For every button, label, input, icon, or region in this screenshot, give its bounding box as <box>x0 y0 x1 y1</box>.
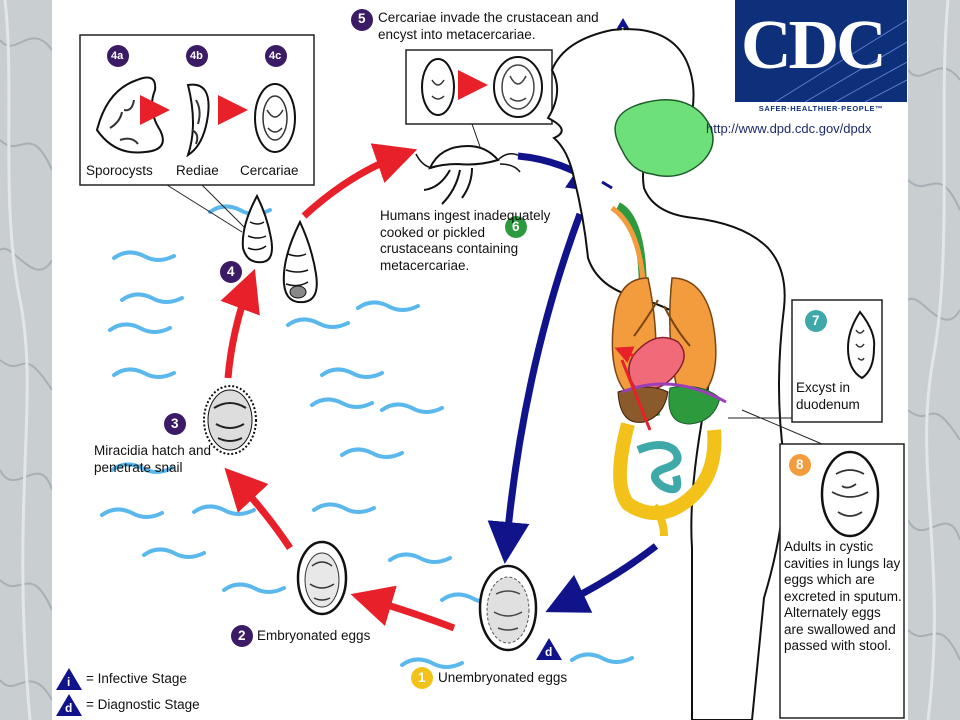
arrow-stool-to-egg <box>545 543 659 613</box>
badge-8 <box>789 454 811 476</box>
diagnostic-symbol-egg: d <box>545 645 553 659</box>
step8-text: Adults in cystic cavities in lungs lay e… <box>784 539 902 653</box>
step7-text: Excyst in duodenum <box>796 380 860 412</box>
embryonated-egg-icon <box>296 540 348 616</box>
lifecycle-diagram-panel: 4a 4b 4c 5 6 4 3 2 1 7 8 i d i d CDC SAF… <box>52 0 908 720</box>
legend-infective-symbol: i <box>67 675 71 689</box>
arrow-3-to-4 <box>220 268 260 379</box>
badge-1-number: 1 <box>418 670 426 685</box>
small-intestine-icon <box>636 441 682 494</box>
label-cercariae: Cercariae <box>240 163 299 178</box>
cdc-logo-text: CDC <box>741 7 887 84</box>
arrow-to-lungs <box>614 346 635 363</box>
brain-icon <box>614 99 714 177</box>
unembryonated-egg-icon <box>478 564 538 652</box>
inset-pointer-line <box>741 409 823 445</box>
cercaria-small-icon <box>421 58 455 116</box>
cercaria-icon <box>254 83 296 153</box>
infective-symbol-top: i <box>621 25 625 39</box>
liver-icon <box>617 386 669 423</box>
mouth-marker <box>601 180 613 190</box>
badge-6-number: 6 <box>512 219 520 234</box>
badge-2-number: 2 <box>238 628 246 643</box>
legend-diagnostic-symbol: d <box>65 701 73 715</box>
step1-text: Unembryonated eggs <box>438 670 568 685</box>
crustacean-icon <box>415 144 521 205</box>
snail-icon <box>282 219 318 304</box>
legend-diagnostic-icon <box>56 694 82 716</box>
metacercaria-icon <box>493 56 543 118</box>
step2-text: Embryonated eggs <box>257 628 371 643</box>
badge-5 <box>351 9 373 31</box>
diagnostic-stage-icon-egg <box>536 638 562 660</box>
badge-5-number: 5 <box>358 11 366 26</box>
badge-7 <box>805 310 827 332</box>
inset-pointer-line <box>166 184 243 233</box>
legend-infective-icon <box>56 668 82 690</box>
badge-1 <box>411 667 433 689</box>
badge-4b <box>186 45 208 67</box>
step3-text: Miracidia hatch and penetrate snail <box>94 443 212 475</box>
cdc-tagline: SAFER·HEALTHIER·PEOPLE™ <box>758 104 884 113</box>
label-rediae: Rediae <box>176 163 219 178</box>
human-body <box>546 28 786 720</box>
source-url: http://www.dpd.cdc.gov/dpdx <box>706 121 872 136</box>
badge-3 <box>164 413 186 435</box>
arrow-2-to-3 <box>224 467 293 550</box>
badge-4c-number: 4c <box>269 50 282 62</box>
marble-border-right <box>908 0 960 720</box>
excysted-fluke-icon <box>846 310 876 380</box>
step5-text: Cercariae invade the crustacean and ency… <box>378 10 599 42</box>
badge-3-number: 3 <box>171 416 179 431</box>
badge-4a-number: 4a <box>111 50 124 62</box>
snail-icon <box>241 193 273 264</box>
stomach-icon <box>668 385 721 425</box>
badge-2 <box>231 625 253 647</box>
step6-text: Humans ingest inadequately cooked or pic… <box>380 208 551 273</box>
badge-4-number: 4 <box>227 264 235 279</box>
arrow-human-to-egg <box>487 212 584 564</box>
inset-pointer-line <box>201 184 253 236</box>
badge-4b-number: 4b <box>190 50 203 62</box>
cdc-logo: CDC <box>735 0 907 102</box>
badge-4a <box>107 45 129 67</box>
adult-fluke-icon <box>820 450 880 538</box>
badge-4c <box>265 45 287 67</box>
legend-infective-label: = Infective Stage <box>86 671 187 686</box>
arrow-4-to-5 <box>301 143 418 219</box>
badge-8-number: 8 <box>796 457 804 472</box>
arrow-1-to-2 <box>350 585 456 632</box>
lifecycle-diagram <box>56 9 905 720</box>
legend-diagnostic-label: = Diagnostic Stage <box>86 697 200 712</box>
miracidium-icon <box>203 385 257 455</box>
water-waves <box>100 204 634 669</box>
label-sporocysts: Sporocysts <box>86 163 153 178</box>
marble-border-left <box>0 0 52 720</box>
badge-6 <box>505 216 527 238</box>
badge-7-number: 7 <box>812 313 820 328</box>
